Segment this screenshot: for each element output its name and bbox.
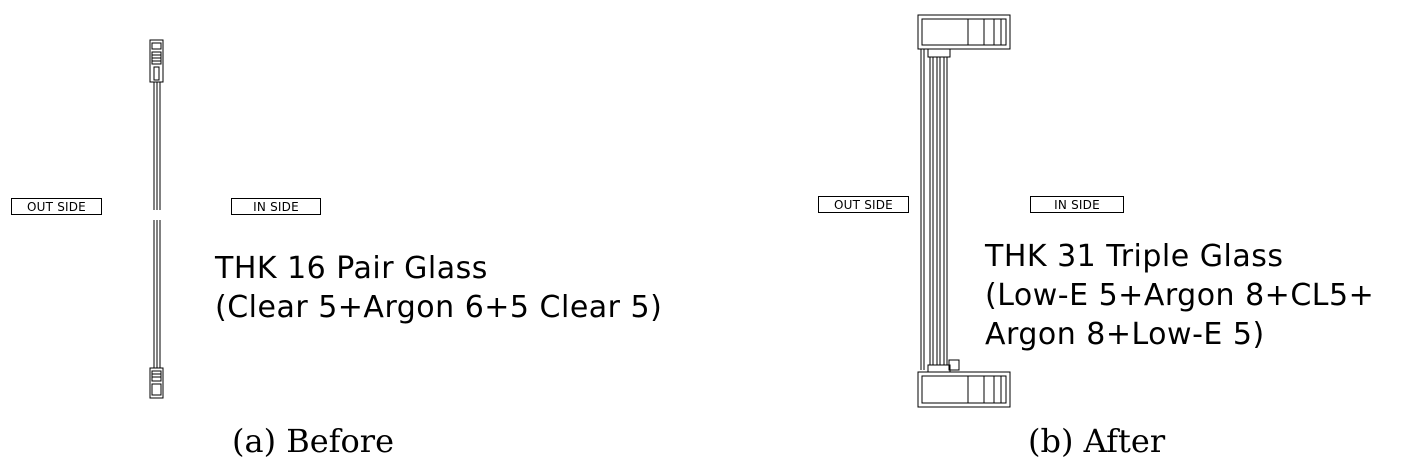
triple-glass-section-drawing bbox=[917, 14, 1011, 408]
bottom-frame-profile bbox=[149, 367, 164, 399]
glass-panes bbox=[153, 82, 161, 368]
inside-label: IN SIDE bbox=[231, 198, 321, 215]
panel-before: OUT SIDE IN SIDE THK 16 Pair Glass (Clea… bbox=[11, 39, 663, 460]
caption-after: (b) After bbox=[1028, 422, 1166, 460]
outside-label: OUT SIDE bbox=[11, 198, 102, 215]
top-frame-profile bbox=[149, 39, 164, 83]
inside-label: IN SIDE bbox=[1030, 196, 1124, 213]
glass-spec-line-1: THK 31 Triple Glass bbox=[985, 239, 1284, 274]
outside-label: OUT SIDE bbox=[818, 196, 909, 213]
caption-before: (a) Before bbox=[232, 422, 395, 460]
glass-panes bbox=[929, 57, 948, 365]
bottom-frame-profile bbox=[917, 371, 1011, 408]
glass-spec-line-1: THK 16 Pair Glass bbox=[215, 251, 488, 286]
panel-after: OUT SIDE IN SIDE THK 31 Triple Glass (Lo… bbox=[703, 0, 1406, 467]
pair-glass-section-drawing bbox=[149, 39, 164, 399]
glass-spec-line-2: (Low-E 5+Argon 8+CL5+ bbox=[985, 278, 1375, 313]
glass-spec-line-3: Argon 8+Low-E 5) bbox=[985, 317, 1265, 352]
top-frame-profile bbox=[917, 14, 1011, 58]
glass-spec-line-2: (Clear 5+Argon 6+5 Clear 5) bbox=[215, 290, 663, 325]
sash-frame bbox=[920, 49, 925, 370]
